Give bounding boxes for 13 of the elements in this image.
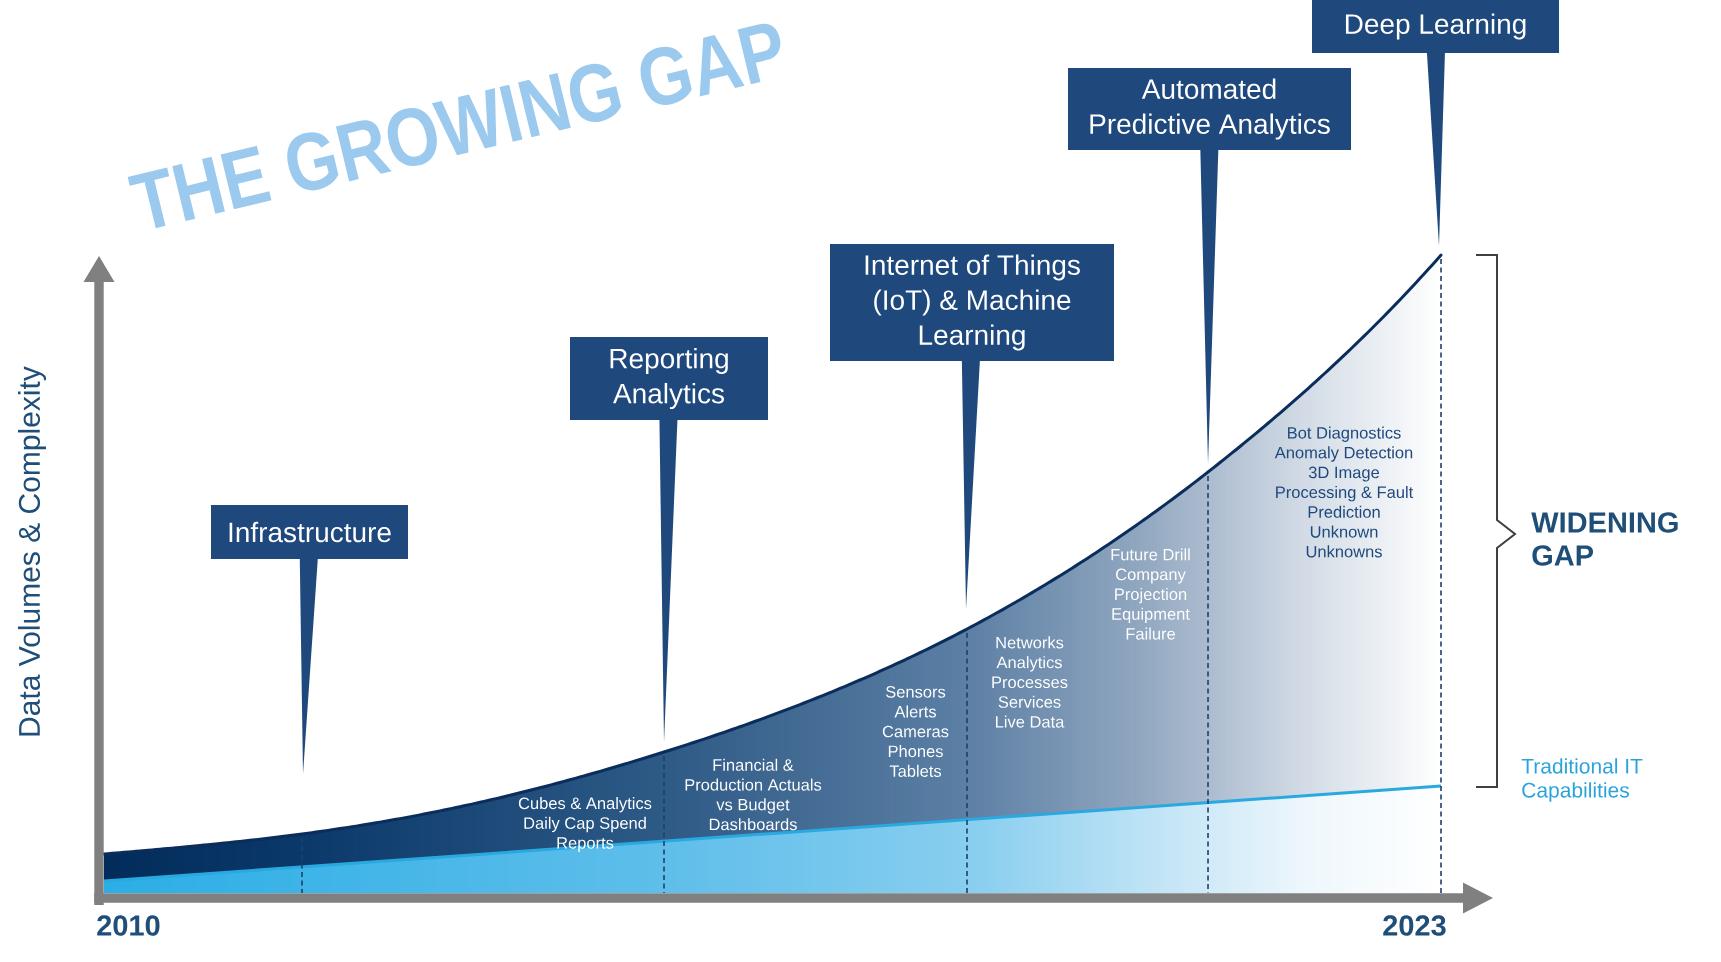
year-label: 2023 [1383, 915, 1446, 936]
item-list: Cubes & Analytics Daily Cap Spend Reports [518, 797, 652, 852]
callout-box: Infrastructure [211, 505, 408, 774]
item-list: Financial & Production Actuals vs Budget Dashboards [685, 758, 822, 831]
year-label: 2010 [97, 915, 160, 936]
axis-title: Data Volumes & Complexity [18, 366, 46, 736]
item-list: Future Drill Company Projection Equipment Failure [1111, 548, 1190, 640]
title: THE GROWING GAP [127, 23, 781, 229]
gap-label: WIDENING GAP [1531, 512, 1678, 566]
callout-box: Reporting Analytics [570, 337, 768, 742]
item-list: Sensors Alerts Cameras Phones Tablets [882, 686, 949, 777]
line-label: Traditional IT Capabilities [1521, 758, 1643, 802]
item-list: Networks Analytics Processes Services Live Data [992, 636, 1068, 728]
